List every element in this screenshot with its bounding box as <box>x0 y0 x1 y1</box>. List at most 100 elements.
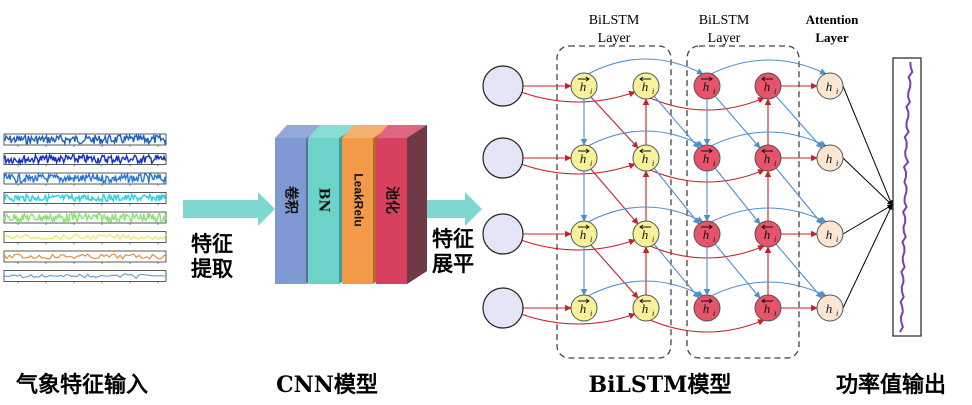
diagonal-arrow <box>714 243 761 299</box>
cnn-layer-front <box>376 138 407 284</box>
layer1-backward-cell-circle <box>632 294 660 322</box>
right-arrow-icon <box>578 224 590 230</box>
input-to-backward-arrow <box>520 162 636 175</box>
diagonal-arrow <box>775 243 823 299</box>
power-output-frame <box>892 57 922 337</box>
layer2-forward-cell-label: h <box>703 151 710 166</box>
layer1-forward-cell-circle <box>570 220 598 248</box>
layer1-backward-cell-label: h <box>642 301 649 316</box>
attention-cell-label: h <box>826 227 833 242</box>
layer2-forward-cell-label: h <box>703 79 710 94</box>
layer2-backward-cell-subscript: i <box>774 159 776 168</box>
left-arrow-icon <box>761 76 773 82</box>
layer2-forward-to-attention-arrow <box>710 59 827 75</box>
attention-layer-subtitle: Layer <box>815 30 848 45</box>
right-arrow-icon <box>578 298 590 304</box>
layer2-forward-cell-label: h <box>703 301 710 316</box>
layer1-forward-cell-label: h <box>580 79 587 94</box>
layer1-backward-cell-subscript: i <box>652 87 654 96</box>
left-arrow-icon <box>761 224 773 230</box>
layer2-backward-cell-circle <box>754 220 782 248</box>
diagonal-arrow <box>775 95 823 149</box>
forward-to-layer2-arrow <box>587 206 704 223</box>
attention-to-output-arrow <box>842 157 893 206</box>
cnn-layer-front <box>308 138 339 284</box>
bilstm-layer-2-box <box>686 45 800 359</box>
layer2-forward-cell-circle <box>693 144 721 172</box>
feature-extract-arrow: 特征 提取 <box>183 192 275 281</box>
layer1-backward-cell-circle <box>632 220 660 248</box>
layer1-forward-cell-label: h <box>580 151 587 166</box>
input-node <box>482 65 524 107</box>
signal-trace <box>3 253 167 260</box>
attention-to-output-arrow <box>842 204 893 309</box>
cnn-layer-top <box>376 125 427 138</box>
bilstm-layer-1-box <box>556 45 672 359</box>
signal-trace <box>3 152 167 167</box>
attention-cell-circle <box>816 294 844 322</box>
cnn-layer-top <box>308 125 359 138</box>
signal-trace <box>3 192 167 204</box>
layer2-forward-cell-circle <box>693 72 721 100</box>
diagonal-arrow <box>714 95 761 149</box>
layer2-forward-to-attention-arrow <box>710 131 827 147</box>
right-arrow-icon <box>701 76 713 82</box>
cnn-stack-back <box>407 125 427 284</box>
layer1-forward-cell-circle <box>570 294 598 322</box>
cnn-layer-label: 卷积 <box>283 185 300 214</box>
layer1-backward-cell-subscript: i <box>652 309 654 318</box>
layer1-backward-cell-subscript: i <box>652 159 654 168</box>
left-arrow-icon <box>639 298 651 304</box>
right-arrow-icon <box>701 148 713 154</box>
signal-trace <box>3 171 167 185</box>
diagonal-arrow <box>589 167 639 225</box>
caption-cnn-model: CNN模型 <box>276 372 378 398</box>
layer1-backward-cell-circle <box>632 144 660 172</box>
forward-to-layer2-arrow <box>587 280 704 297</box>
signal-trace <box>4 233 167 241</box>
input-to-backward-arrow <box>520 312 636 325</box>
layer2-backward-cell-circle <box>754 72 782 100</box>
layer2-backward-cell-label: h <box>764 227 771 242</box>
diagonal-arrow <box>589 243 639 299</box>
layer2-forward-cell-label: h <box>703 227 710 242</box>
feature-flatten-arrow-shape <box>418 192 482 226</box>
right-arrow-icon <box>578 76 590 82</box>
attention-cell-circle <box>816 72 844 100</box>
cnn-layer-label: 池化 <box>384 186 401 214</box>
input-node <box>482 213 524 255</box>
diagonal-arrow <box>653 167 700 225</box>
cnn-layer-front <box>342 138 373 284</box>
attention-cell-label: h <box>826 301 833 316</box>
layer1-backward-cell-label: h <box>642 227 649 242</box>
attention-cell-subscript: i <box>836 159 838 168</box>
bilstm-layer-1-subtitle: Layer <box>598 31 631 46</box>
layer2-forward-cell-circle <box>693 220 721 248</box>
layer2-forward-to-attention-arrow <box>710 207 827 223</box>
layer2-backward-cell-subscript: i <box>774 87 776 96</box>
layer2-forward-to-attention-arrow <box>710 281 827 297</box>
feature-flatten-label-2: 展平 <box>432 251 474 276</box>
layer2-backward-cell-circle <box>754 144 782 172</box>
layer2-forward-cell-subscript: i <box>713 159 715 168</box>
layer1-forward-cell-subscript: i <box>590 87 592 96</box>
layer1-backward-cell-circle <box>632 72 660 100</box>
cnn-layer-top <box>275 125 326 138</box>
